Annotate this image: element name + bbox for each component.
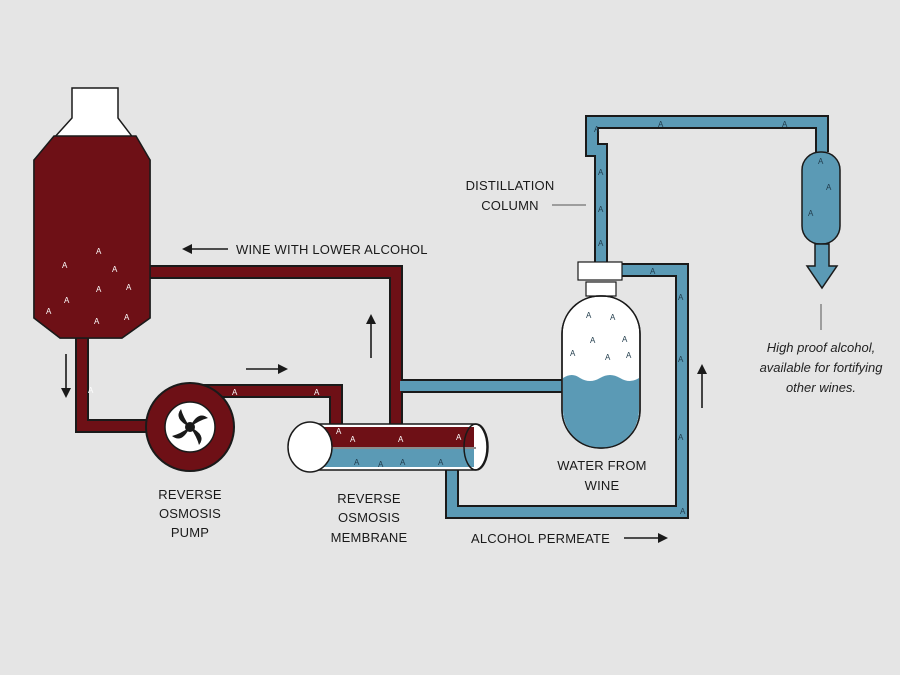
svg-text:A: A [46, 307, 52, 316]
svg-text:A: A [678, 433, 684, 442]
impeller-icon [172, 409, 208, 445]
svg-text:A: A [64, 296, 70, 305]
svg-text:A: A [782, 120, 788, 129]
label-alcohol-permeate: ALCOHOL PERMEATE [471, 531, 610, 546]
alcohol-collection-flask [801, 151, 841, 290]
permeate-alcohol-markers: A A A A A A A A A A A A A A A A A A A A … [354, 120, 832, 516]
svg-text:A: A [314, 388, 320, 397]
svg-text:A: A [808, 209, 814, 218]
label-membrane-1: REVERSE [337, 491, 401, 506]
svg-text:A: A [232, 388, 238, 397]
wine-alcohol-markers: A A A A A A A A A A A A A A A A [46, 247, 462, 444]
svg-text:A: A [354, 458, 360, 467]
svg-text:A: A [594, 125, 600, 134]
svg-text:A: A [598, 239, 604, 248]
svg-text:A: A [650, 267, 656, 276]
svg-text:A: A [336, 427, 342, 436]
flow-arrow-pump-right [246, 364, 288, 374]
svg-text:A: A [398, 435, 404, 444]
svg-text:A: A [622, 335, 628, 344]
label-water-1: WATER FROM [557, 458, 646, 473]
label-membrane-3: MEMBRANE [331, 530, 408, 545]
flow-arrow-return-left [182, 244, 228, 254]
svg-text:A: A [678, 293, 684, 302]
reverse-osmosis-pump [145, 382, 235, 472]
svg-text:A: A [680, 507, 686, 516]
label-pump-3: PUMP [171, 525, 209, 540]
svg-text:A: A [626, 351, 632, 360]
svg-text:A: A [96, 247, 102, 256]
svg-text:A: A [350, 435, 356, 444]
flow-arrow-permeate-up [697, 364, 707, 408]
reverse-osmosis-membrane [287, 421, 489, 473]
svg-text:A: A [400, 458, 406, 467]
flow-arrow-tank-down [61, 354, 71, 398]
svg-text:A: A [112, 265, 118, 274]
label-pump-1: REVERSE [158, 487, 222, 502]
label-pump-2: OSMOSIS [159, 506, 221, 521]
note-high-proof-3: other wines. [786, 380, 856, 395]
svg-text:A: A [818, 157, 824, 166]
water-vessel [561, 261, 641, 449]
wine-pipe-tank-to-pump [75, 335, 152, 433]
label-water-2: WINE [585, 478, 620, 493]
svg-text:A: A [605, 353, 611, 362]
label-wine-lower-alcohol: WINE WITH LOWER ALCOHOL [236, 242, 428, 257]
svg-text:A: A [586, 311, 592, 320]
svg-text:A: A [678, 355, 684, 364]
svg-text:A: A [610, 313, 616, 322]
note-high-proof-2: available for fortifying [760, 360, 884, 375]
label-distillation: DISTILLATION [466, 178, 555, 193]
flow-arrow-return-up [366, 314, 376, 358]
svg-text:A: A [438, 458, 444, 467]
svg-text:A: A [598, 168, 604, 177]
svg-text:A: A [124, 313, 130, 322]
distillation-column-pipe [585, 115, 829, 262]
label-column: COLUMN [481, 198, 539, 213]
label-membrane-2: OSMOSIS [338, 510, 400, 525]
flow-arrow-permeate-right [624, 533, 668, 543]
svg-text:A: A [590, 336, 596, 345]
svg-text:A: A [570, 349, 576, 358]
svg-text:A: A [378, 460, 384, 469]
svg-text:A: A [126, 283, 132, 292]
svg-text:A: A [94, 317, 100, 326]
svg-text:A: A [826, 183, 832, 192]
svg-text:A: A [62, 261, 68, 270]
svg-text:A: A [456, 433, 462, 442]
svg-text:A: A [88, 386, 94, 395]
svg-text:A: A [598, 205, 604, 214]
svg-text:A: A [96, 285, 102, 294]
svg-text:A: A [658, 120, 664, 129]
note-high-proof-1: High proof alcohol, [767, 340, 875, 355]
wine-tank [33, 87, 151, 339]
